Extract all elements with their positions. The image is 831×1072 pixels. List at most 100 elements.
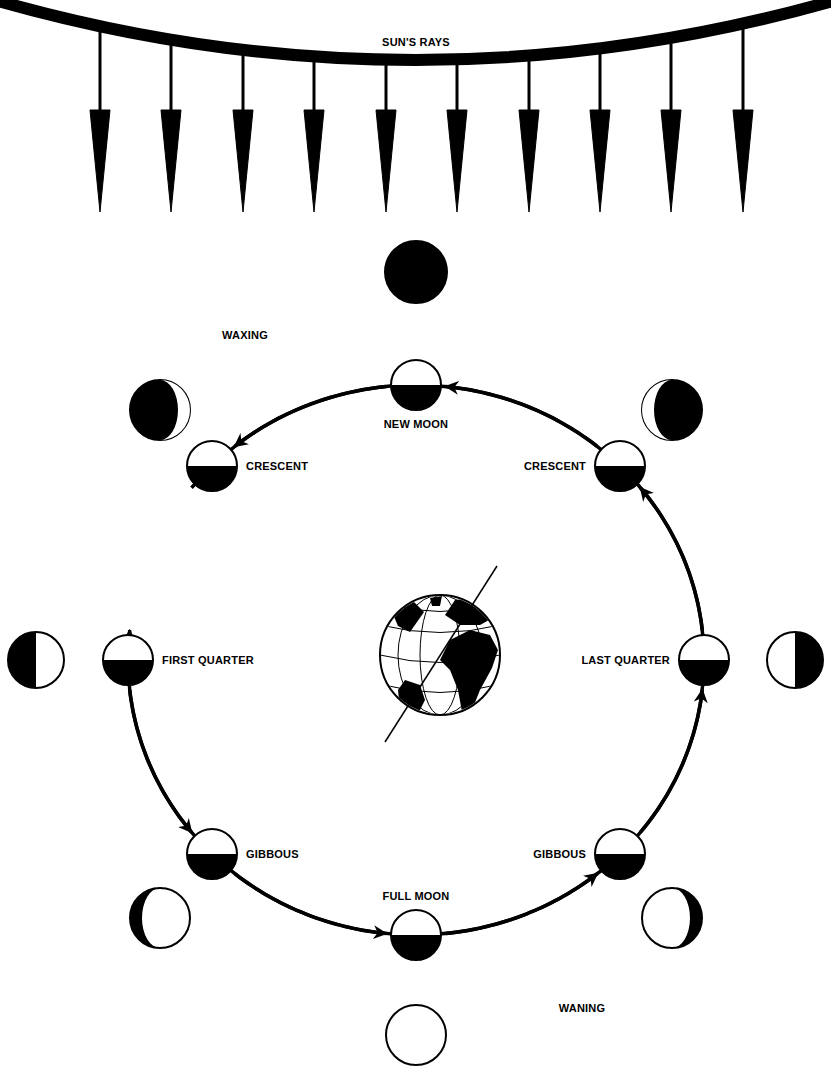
orbit-arrow xyxy=(130,690,192,832)
moon-view-full xyxy=(386,1005,446,1065)
moon-disc xyxy=(391,910,441,960)
phase-label: CRESCENT xyxy=(246,459,308,473)
ray-stem xyxy=(599,51,602,112)
moon-night-side xyxy=(595,466,645,491)
phase-direction-label: WANING xyxy=(559,1001,605,1015)
phase-label-holder: GIBBOUS xyxy=(533,847,586,861)
parallel xyxy=(380,625,500,633)
moon-disc xyxy=(187,441,237,491)
label-holder: WAXING xyxy=(222,328,268,342)
phase-label-holder: FIRST QUARTER xyxy=(162,653,254,667)
orbit-arrow xyxy=(641,488,703,630)
moon-disc xyxy=(8,632,64,688)
moon-night-side xyxy=(391,935,441,960)
ray-stem xyxy=(170,42,173,112)
moon-outline xyxy=(186,440,238,492)
moon-dark-part xyxy=(795,632,823,688)
moon-orbit-position: GIBBOUS xyxy=(186,828,238,880)
moon-disc xyxy=(679,635,729,685)
moon-night-side xyxy=(595,854,645,879)
moon-disc xyxy=(595,441,645,491)
ray-stem xyxy=(313,59,316,112)
moon-view-last-quarter xyxy=(767,632,823,688)
moon-outline xyxy=(390,359,442,411)
sun-rays-label: SUN'S RAYS xyxy=(382,35,450,49)
ray-head xyxy=(733,110,753,212)
moon-outline xyxy=(102,634,154,686)
earth-continents xyxy=(392,596,498,730)
moon-view-waxing-gibbous xyxy=(130,888,190,948)
ray-head xyxy=(661,110,681,212)
phase-label: FULL MOON xyxy=(383,889,450,903)
moon-orbit-position: NEW MOON xyxy=(390,359,442,411)
phase-label-holder: FULL MOON xyxy=(383,889,450,903)
moon-view-waning-gibbous xyxy=(642,888,702,948)
continent xyxy=(445,598,498,625)
phase-label-holder: LAST QUARTER xyxy=(581,653,670,667)
ray-head xyxy=(590,110,610,212)
moon-outline xyxy=(678,634,730,686)
ray-head xyxy=(519,110,539,212)
sun-ray-arrows xyxy=(90,25,753,212)
moon-view-first-quarter xyxy=(8,632,64,688)
moon-orbit-position: CRESCENT xyxy=(186,440,238,492)
label-holder: SUN'S RAYS xyxy=(382,35,450,49)
moon-night-side xyxy=(187,854,237,879)
moon-lit-part xyxy=(642,380,672,440)
earth-globe xyxy=(380,566,500,742)
moon-night-side xyxy=(679,660,729,685)
ray-head xyxy=(161,110,181,212)
moon-outline xyxy=(594,440,646,492)
moon-disc xyxy=(767,632,823,688)
moon-disc xyxy=(130,380,190,440)
moon-night-side xyxy=(103,660,153,685)
moon-disc xyxy=(391,360,441,410)
moon-view-waning-crescent xyxy=(642,380,702,440)
ray-head xyxy=(90,110,110,212)
ray-stem xyxy=(670,40,673,112)
moon-night-side xyxy=(391,385,441,410)
orbit-arrow xyxy=(446,386,597,446)
moon-disc xyxy=(103,635,153,685)
moon-night-side xyxy=(187,466,237,491)
earth-axis xyxy=(385,566,497,742)
phase-label: GIBBOUS xyxy=(246,847,299,861)
ray-stem xyxy=(242,52,245,112)
phase-label-holder: CRESCENT xyxy=(524,459,586,473)
phase-direction-label: WAXING xyxy=(222,328,268,342)
moon-lit-part xyxy=(160,380,190,440)
moon-orbit-position: LAST QUARTER xyxy=(678,634,730,686)
moon-disc xyxy=(642,380,702,440)
phase-label: CRESCENT xyxy=(524,459,586,473)
moon-outline xyxy=(594,828,646,880)
orbit-arrow xyxy=(641,690,703,832)
ray-head xyxy=(304,110,324,212)
phase-label: GIBBOUS xyxy=(533,847,586,861)
label-holder: WANING xyxy=(559,1001,605,1015)
moon-outline xyxy=(186,828,238,880)
continent xyxy=(398,680,425,730)
phase-label-holder: NEW MOON xyxy=(384,417,449,431)
phase-label-holder: GIBBOUS xyxy=(246,847,299,861)
continent xyxy=(392,600,424,632)
ray-head xyxy=(233,110,253,212)
ray-stem xyxy=(528,58,531,112)
moon-dark-part xyxy=(8,632,36,688)
moon-dark-part xyxy=(672,888,702,948)
moon-orbit-position: CRESCENT xyxy=(594,440,646,492)
phase-label: LAST QUARTER xyxy=(581,653,670,667)
ray-head xyxy=(376,110,396,212)
moon-orbit-position: FIRST QUARTER xyxy=(102,634,154,686)
continent xyxy=(430,596,442,606)
phase-label: NEW MOON xyxy=(384,417,449,431)
moon-orbit-position: FULL MOON xyxy=(390,909,442,961)
ray-stem xyxy=(385,62,388,112)
moon-dark-part xyxy=(130,888,160,948)
orbit-arrow xyxy=(235,386,386,446)
orbit-arrow xyxy=(235,874,386,934)
orbit-arrow xyxy=(446,874,597,934)
sun-ray-band xyxy=(0,0,831,60)
moon-view-waxing-crescent xyxy=(130,380,190,440)
moon-view-new xyxy=(385,241,447,303)
